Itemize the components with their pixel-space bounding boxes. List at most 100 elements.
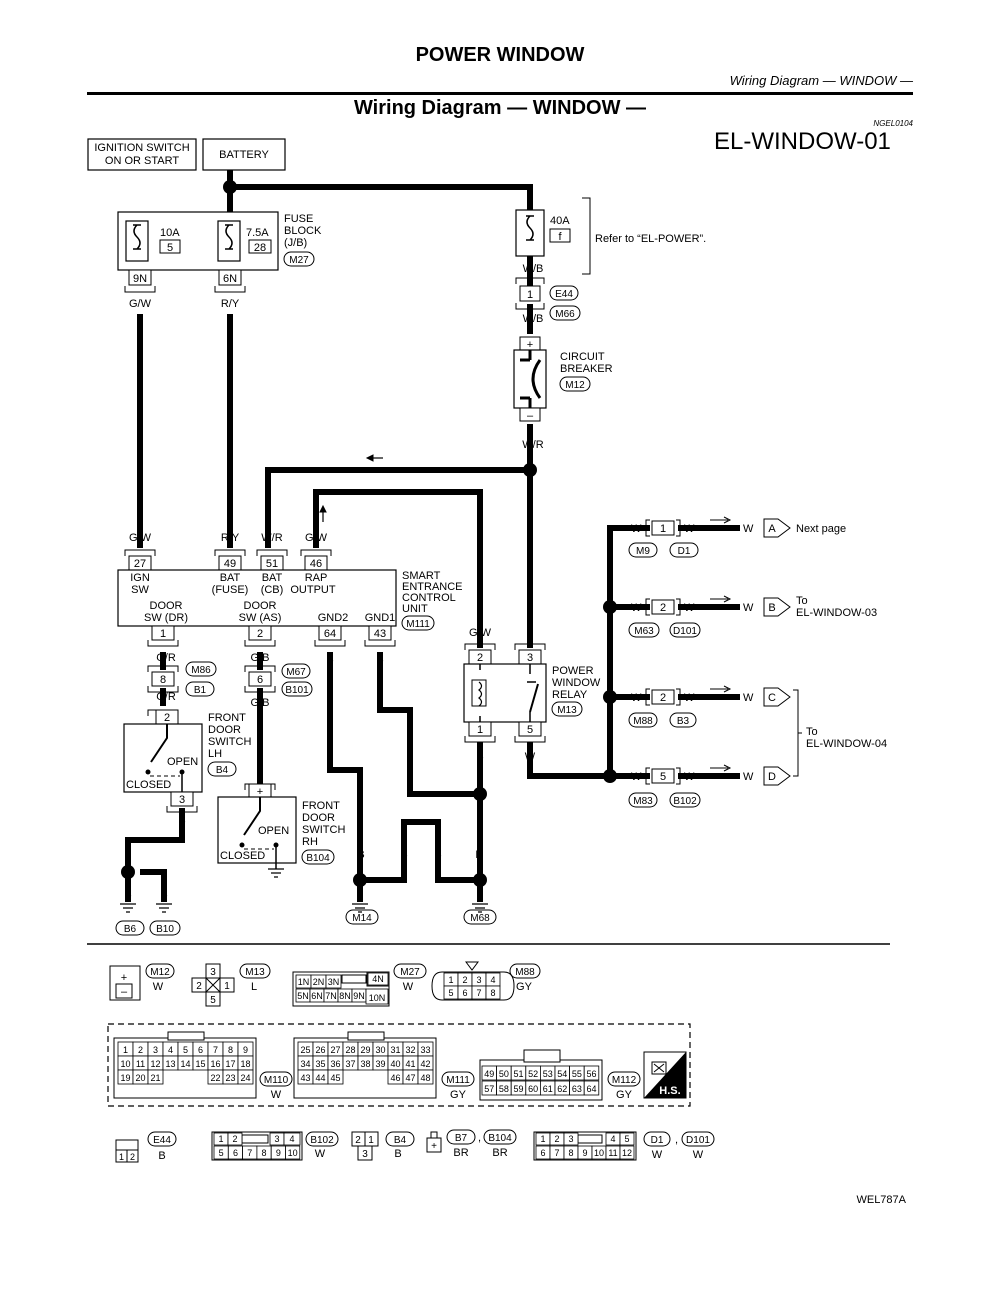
- pin-label: 40: [390, 1059, 400, 1069]
- svg-text:WINDOW: WINDOW: [552, 677, 601, 689]
- svg-text:E44: E44: [153, 1135, 171, 1146]
- pin-label: 30: [375, 1045, 385, 1055]
- fuse-10a-icon: [133, 224, 141, 250]
- svg-text:BR: BR: [492, 1147, 507, 1159]
- svg-text:M13: M13: [557, 705, 577, 716]
- svg-text:B4: B4: [394, 1135, 407, 1146]
- wire-bundle: [125, 170, 740, 902]
- pin-label: 23: [225, 1073, 235, 1083]
- pin-label: 4: [610, 1134, 615, 1144]
- svg-text:f: f: [558, 231, 562, 243]
- svg-text:(FUSE): (FUSE): [212, 584, 249, 596]
- pin-label: 52: [528, 1069, 538, 1079]
- wire-gnd1: [377, 652, 480, 797]
- svg-text:W: W: [743, 602, 754, 614]
- svg-text:–: –: [121, 986, 128, 998]
- svg-text:Next page: Next page: [796, 523, 846, 535]
- svg-text:2: 2: [477, 652, 483, 664]
- output-d: W 5 W W D M83 B102: [628, 764, 791, 808]
- svg-text:SW: SW: [131, 584, 149, 596]
- ground-symbol-icon: [352, 903, 488, 913]
- pin-cell: [417, 1069, 434, 1085]
- svg-text:SMART: SMART: [402, 570, 441, 582]
- svg-text:To: To: [796, 595, 808, 607]
- pin-cell: [325, 974, 342, 989]
- svg-text:M111: M111: [406, 619, 430, 630]
- svg-text:5: 5: [527, 724, 533, 736]
- svg-text:DOOR: DOOR: [150, 600, 183, 612]
- svg-text:B: B: [475, 849, 482, 861]
- svg-text:IGNITION SWITCH: IGNITION SWITCH: [94, 142, 189, 154]
- svg-text:B: B: [394, 1148, 401, 1160]
- pin-cell: [485, 985, 501, 1000]
- pin-label: 42: [420, 1059, 430, 1069]
- svg-text:M83: M83: [633, 796, 653, 807]
- terminal-side-icon: [651, 1061, 667, 1075]
- connector-m12-face: + – M12 W: [109, 963, 175, 1001]
- svg-text:W: W: [631, 602, 642, 614]
- pin-label: 31: [390, 1045, 400, 1055]
- svg-text:To: To: [806, 726, 818, 738]
- svg-text:2: 2: [130, 1152, 135, 1162]
- svg-text:M110: M110: [264, 1075, 289, 1086]
- pin-label: 60: [528, 1084, 538, 1094]
- breaker-element-icon: [531, 359, 542, 399]
- svg-text:1: 1: [477, 724, 483, 736]
- svg-text:49: 49: [224, 558, 236, 570]
- pin-label: 7: [554, 1148, 559, 1158]
- svg-text:W/B: W/B: [523, 263, 544, 275]
- front-door-switch-rh: G/B 6 M67 B101 G/B + OPEN CLOSED FRONT D…: [217, 652, 345, 878]
- secu: G/W R/Y W/R G/W 27 49 51 46 IGN SW BAT (…: [117, 532, 463, 666]
- svg-text:40A: 40A: [550, 215, 570, 227]
- svg-text:B: B: [400, 849, 407, 861]
- svg-text:W: W: [693, 1149, 704, 1161]
- wire-relay-out: [527, 742, 610, 779]
- pin-label: 8: [262, 1148, 267, 1158]
- svg-text:1: 1: [660, 523, 666, 535]
- pin-label: 43: [300, 1073, 310, 1083]
- svg-text:B104: B104: [488, 1133, 512, 1144]
- svg-text:OUTPUT: OUTPUT: [290, 584, 336, 596]
- pin-label: 29: [360, 1045, 370, 1055]
- svg-text:EL-WINDOW-03: EL-WINDOW-03: [796, 607, 877, 619]
- pin-label: 34: [300, 1059, 310, 1069]
- svg-text:ENTRANCE: ENTRANCE: [402, 581, 463, 593]
- battery-box: BATTERY: [202, 138, 286, 171]
- svg-text:W: W: [525, 751, 536, 763]
- svg-text:RELAY: RELAY: [552, 689, 588, 701]
- svg-text:2: 2: [660, 692, 666, 704]
- section-title: POWER WINDOW: [415, 44, 585, 66]
- svg-text:GND2: GND2: [318, 612, 349, 624]
- pin-label: 1N: [298, 977, 310, 987]
- svg-text:M88: M88: [515, 967, 535, 978]
- pin-label: 39: [375, 1059, 385, 1069]
- pin-label: 61: [543, 1084, 553, 1094]
- svg-text:5: 5: [210, 995, 216, 1006]
- svg-text:B: B: [158, 1150, 165, 1162]
- svg-text:M14: M14: [352, 913, 372, 924]
- pin-label: 53: [543, 1069, 553, 1079]
- pin-label: 10N: [369, 993, 386, 1003]
- svg-text:2: 2: [164, 712, 170, 724]
- joint-e44: 1 E44 W/B M66: [515, 277, 581, 325]
- svg-text:BAT: BAT: [220, 572, 241, 584]
- pin-label: 9: [582, 1148, 587, 1158]
- pin-label: 5: [448, 988, 453, 998]
- fusible-link-40a: 40A f Refer to “EL-POWER”. W/B: [515, 197, 706, 275]
- pin-label: 4: [168, 1045, 173, 1055]
- svg-text:D101: D101: [673, 626, 697, 637]
- svg-text:10A: 10A: [160, 227, 180, 239]
- svg-text:+: +: [527, 339, 533, 351]
- svg-text:DOOR: DOOR: [244, 600, 277, 612]
- page-heading: Wiring Diagram — WINDOW —: [353, 97, 647, 119]
- pin-label: 5: [183, 1045, 188, 1055]
- svg-text:B6: B6: [124, 924, 137, 935]
- svg-text:D1: D1: [678, 546, 691, 557]
- pin-label: 5: [624, 1134, 629, 1144]
- svg-text:W: W: [631, 523, 642, 535]
- pin-label: 16: [210, 1059, 220, 1069]
- pin-label: 47: [405, 1073, 415, 1083]
- connector-d1-id: [643, 1131, 671, 1147]
